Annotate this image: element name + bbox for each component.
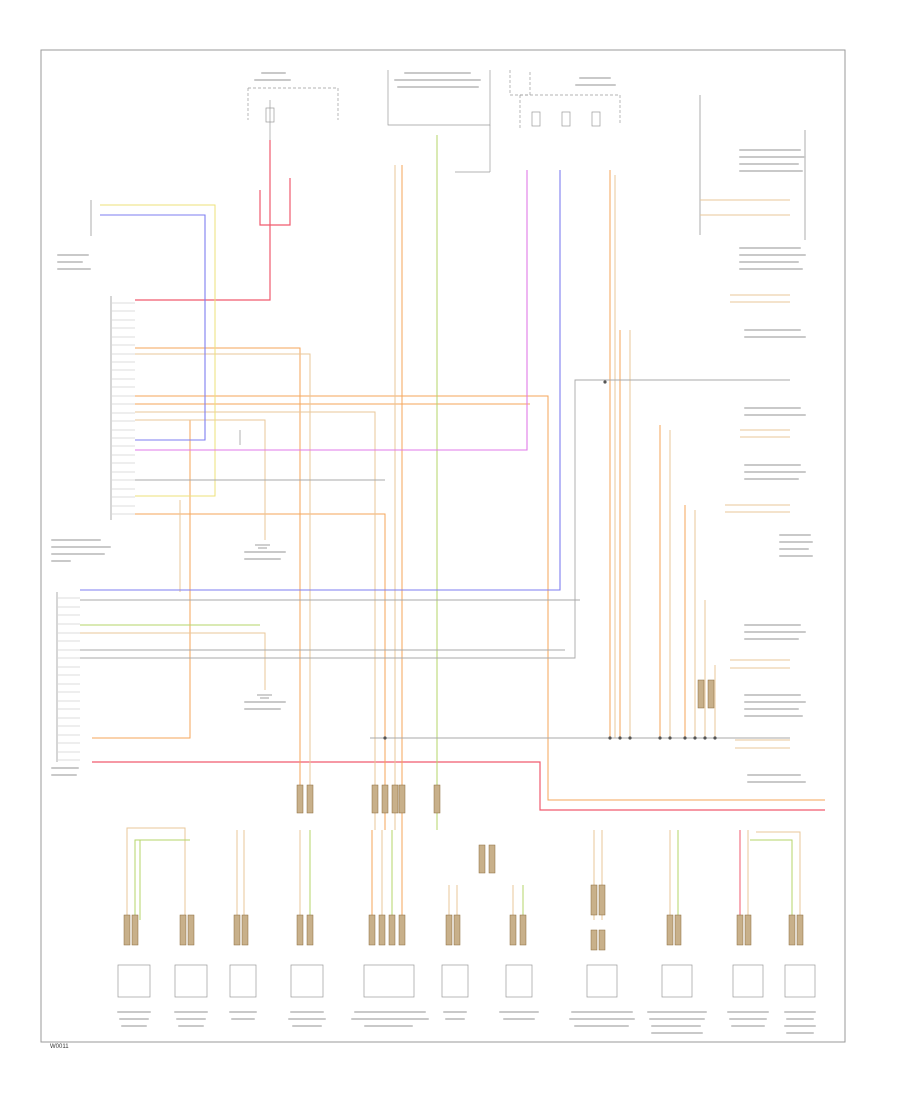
- fuse-box-left: [247, 87, 339, 140]
- wire-gray: [80, 379, 790, 739]
- bcm-pin-stubs: [112, 302, 135, 515]
- wire-green: [80, 135, 438, 920]
- inline-connectors: [296, 679, 715, 874]
- wire-tan: [80, 165, 790, 830]
- fuse-box-right: [509, 70, 621, 130]
- ground-icon: [255, 544, 272, 699]
- module-bracket-right: [699, 95, 806, 240]
- wire-red-power: [92, 140, 825, 811]
- splice-points: [383, 380, 717, 740]
- bottom-feed-wires: [126, 827, 801, 920]
- bottom-module-boxes: [117, 964, 816, 998]
- diagram-code: W0011: [50, 1044, 69, 1050]
- bottom-connectors: [123, 884, 804, 951]
- wire-violet: [135, 170, 528, 451]
- dlc-pin-stubs: [58, 597, 80, 761]
- illegible-labels: [51, 72, 816, 1034]
- control-module-top: [387, 70, 491, 173]
- wire-yellow: [100, 204, 216, 497]
- wire-blue: [80, 170, 561, 591]
- diagram-border: [40, 49, 846, 1043]
